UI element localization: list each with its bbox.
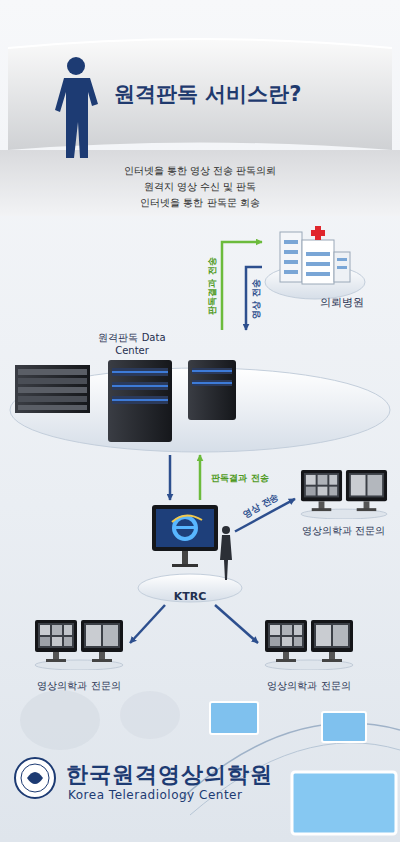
- data-center-illustration: [18, 369, 87, 375]
- arrow-label: 판독결과 전송: [211, 473, 268, 482]
- data-center-illustration: [192, 382, 232, 384]
- node-label: 영상의학과 전문의: [302, 524, 385, 538]
- data-center-illustration: [188, 360, 236, 420]
- specialist-workstations: [35, 470, 387, 670]
- data-center-illustration: [112, 396, 168, 404]
- arrow-label: 영상 전송: [252, 279, 261, 318]
- data-center-illustration: [18, 378, 87, 384]
- hospital-illustration: [284, 260, 298, 264]
- presenter-silhouette: [55, 78, 98, 158]
- logo-emblem: [15, 758, 55, 798]
- data-center-illustration: [192, 380, 232, 386]
- footer-decoration: [292, 772, 396, 834]
- ktrc-illustration: [220, 535, 232, 580]
- hospital-illustration: [265, 226, 365, 299]
- hospital-illustration: [311, 230, 325, 236]
- footer-decoration: [210, 702, 258, 734]
- specialist-workstations: [35, 620, 123, 670]
- node-label: 의뢰병원: [320, 295, 364, 310]
- node-label: KTRC: [174, 590, 207, 603]
- hospital-illustration: [284, 250, 298, 254]
- data-center-illustration: [112, 382, 168, 390]
- data-center-illustration: [108, 360, 172, 442]
- hospital-illustration: [306, 262, 330, 266]
- data-center-illustration: [112, 368, 168, 376]
- data-center-illustration: [18, 387, 87, 393]
- data-center-illustration: [192, 368, 232, 374]
- node-label: 원격판독 Data Center: [94, 332, 170, 357]
- node-label: 엉상의학과 전문의: [267, 679, 350, 693]
- footer-decoration: [322, 712, 366, 742]
- title-text: 원격판독 서비스란?: [114, 80, 302, 108]
- title-banner: [8, 39, 392, 48]
- hospital-illustration: [337, 258, 347, 261]
- station-node: 원격판독 Data Center: [8, 330, 392, 455]
- logo-emblem: [21, 764, 49, 792]
- description-line: 원격지 영상 수신 및 판독: [0, 180, 400, 194]
- presenter-silhouette: [55, 57, 98, 158]
- transfer-arrow: [130, 605, 165, 643]
- ktrc-illustration: [152, 505, 218, 551]
- logo-emblem: [15, 758, 55, 798]
- hospital-illustration: [280, 232, 302, 282]
- transfer-arrow: [222, 242, 262, 330]
- ktrc-illustration: [222, 526, 230, 534]
- data-center-illustration: [112, 399, 168, 401]
- logo-subtitle: Korea Teleradiology Center: [68, 788, 242, 802]
- data-center-illustration: [15, 365, 90, 413]
- node-label: 영상의학과 전문의: [37, 679, 120, 693]
- transfer-arrow: [169, 455, 172, 500]
- footer-decoration: [20, 690, 400, 834]
- title-banner: [8, 39, 392, 150]
- station-node: 의뢰병원: [262, 212, 368, 312]
- description-line: 인터넷을 통한 영상 전송 판독의뢰: [0, 164, 400, 178]
- title-banner: [0, 39, 400, 216]
- station-node: 영상의학과 전문의: [28, 615, 130, 695]
- ktrc-illustration: [174, 517, 196, 539]
- data-center-illustration: [10, 360, 390, 452]
- ktrc-illustration: [182, 551, 188, 565]
- title-banner: [0, 150, 400, 216]
- footer-decoration: [120, 691, 180, 739]
- specialist-workstations: [301, 470, 387, 519]
- specialist-workstations: [265, 620, 353, 670]
- arrow-label: 영상 전송: [242, 493, 281, 520]
- data-center-illustration: [18, 396, 87, 402]
- station-node: 영상의학과 전문의: [295, 465, 392, 540]
- station-node: 엉상의학과 전문의: [258, 615, 360, 695]
- transfer-arrow: [199, 455, 202, 500]
- hospital-illustration: [334, 252, 350, 282]
- hospital-illustration: [284, 270, 298, 274]
- ktrc-illustration: [175, 526, 195, 529]
- data-center-illustration: [18, 405, 87, 410]
- ktrc-illustration: [172, 564, 198, 567]
- ktrc-illustration: [172, 515, 202, 522]
- hospital-illustration: [306, 272, 330, 276]
- hospital-illustration: [302, 240, 334, 284]
- transfer-arrow: [215, 605, 258, 643]
- transfer-arrow: [246, 267, 262, 330]
- description-line: 인터넷을 통한 판독문 회송: [0, 196, 400, 210]
- hospital-illustration: [284, 240, 298, 244]
- hospital-illustration: [337, 266, 347, 269]
- presenter-silhouette: [67, 57, 85, 75]
- ktrc-illustration: [156, 509, 214, 547]
- station-node: KTRC: [145, 500, 235, 605]
- arrow-label: 판독결과 전송: [208, 257, 217, 314]
- data-center-illustration: [112, 385, 168, 387]
- hospital-illustration: [306, 252, 330, 256]
- data-center-illustration: [112, 371, 168, 373]
- ktrc-illustration: [138, 505, 242, 602]
- logo-emblem: [27, 772, 43, 784]
- footer-decoration: [20, 690, 100, 750]
- logo-name: 한국원격영상의학원: [66, 760, 273, 790]
- data-center-illustration: [192, 370, 232, 372]
